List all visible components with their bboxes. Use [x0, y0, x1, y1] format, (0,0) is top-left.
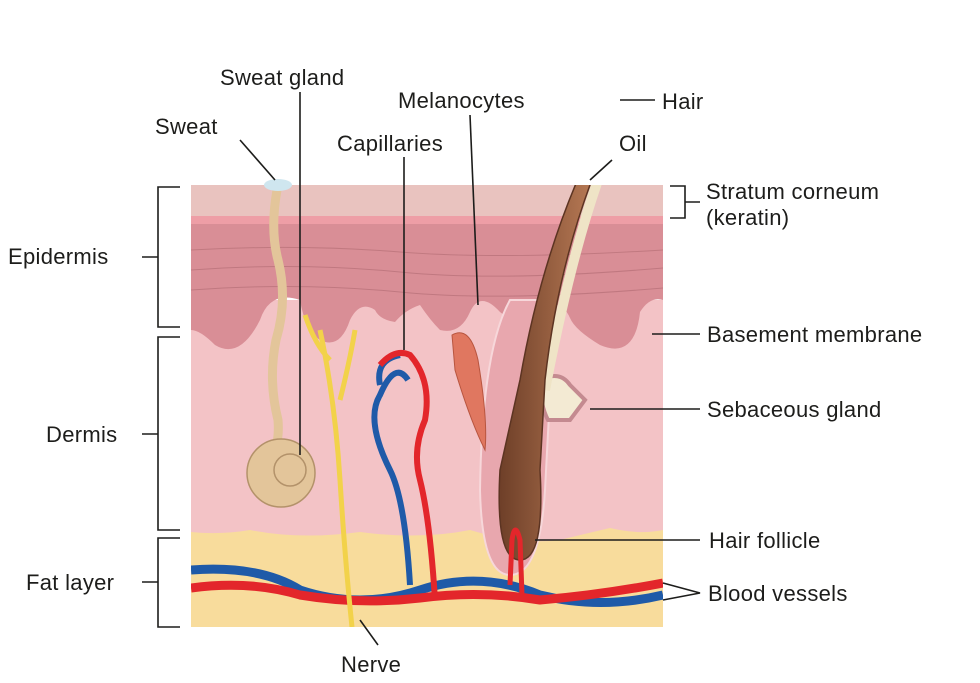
- arrector-muscle: [451, 332, 487, 452]
- brackets: [142, 185, 700, 628]
- label-nerve: Nerve: [341, 652, 401, 677]
- coil-loop: [273, 453, 307, 487]
- granular-band: [191, 216, 663, 224]
- label-basement-membrane: Basement membrane: [707, 322, 922, 347]
- label-keratin: (keratin): [706, 205, 789, 230]
- artery-horizontal: [191, 578, 663, 606]
- sweat-droplet: [264, 179, 292, 191]
- capillary-artery: [377, 350, 438, 601]
- sweat-gland-coil: [246, 438, 316, 508]
- label-stratum-corneum: Stratum corneum: [706, 179, 879, 204]
- nerve-fiber: [302, 314, 358, 627]
- label-sweat: Sweat: [155, 114, 218, 139]
- label-sebaceous-gland: Sebaceous gland: [707, 397, 882, 422]
- label-sweat-gland: Sweat gland: [220, 65, 344, 90]
- label-hair-follicle: Hair follicle: [709, 528, 820, 553]
- leader-lines: [239, 92, 701, 646]
- vein-horizontal: [191, 564, 663, 607]
- label-oil: Oil: [619, 131, 647, 156]
- follicle-capillary: [507, 527, 525, 596]
- label-capillaries: Capillaries: [337, 131, 443, 156]
- label-dermis: Dermis: [46, 422, 117, 447]
- label-hair: Hair: [662, 89, 704, 114]
- label-melanocytes: Melanocytes: [398, 88, 525, 113]
- label-epidermis: Epidermis: [8, 244, 109, 269]
- sweat-duct: [266, 189, 287, 463]
- oil-duct: [540, 185, 602, 391]
- label-blood-vessels: Blood vessels: [708, 581, 848, 606]
- epidermis-region: [191, 185, 663, 350]
- label-fat-layer: Fat layer: [26, 570, 114, 595]
